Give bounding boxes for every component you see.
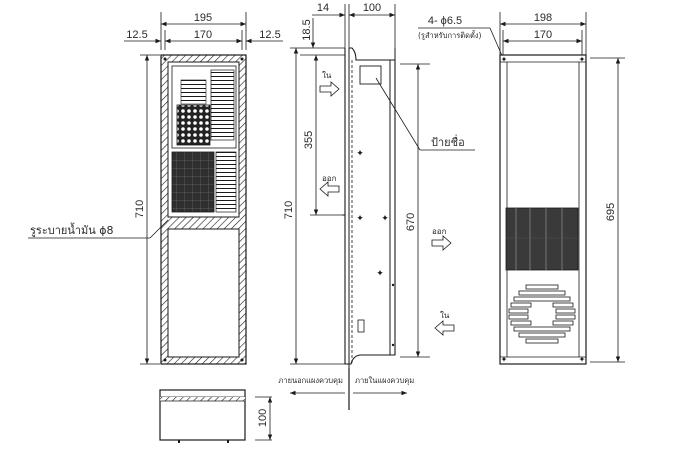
- bottom-view: 100: [159, 389, 273, 443]
- dim-rear-height: 695: [605, 203, 617, 221]
- outside-in-arrow-icon: [434, 320, 455, 336]
- svg-text:✦: ✦: [356, 213, 364, 223]
- dim-front-height: 710: [134, 200, 146, 218]
- dim-side-depth: 100: [363, 2, 381, 14]
- dim-front-left-margin: 12.5: [126, 29, 147, 41]
- dim-rear-overall-width: 198: [534, 12, 552, 24]
- outside-in-label: ใน: [440, 311, 450, 320]
- airflow-out-arrow-icon: [319, 181, 340, 197]
- dim-rear-hole-pitch: 170: [534, 29, 552, 41]
- dim-side-upper-section: 355: [303, 131, 315, 149]
- drain-hole-label: รูระบายน้ำมัน ϕ8: [30, 222, 114, 237]
- nameplate-label: ป้ายชื่อ: [431, 134, 465, 149]
- rear-view: 198 170 4- ϕ6.5 (รูสำหรับการติดตั้ง) ✦ ✦…: [418, 12, 625, 365]
- fan-grille-icon: [508, 284, 576, 344]
- region-outside-label: ภายนอกแผงควบคุม: [278, 376, 343, 385]
- dim-front-overall-width: 195: [194, 12, 212, 24]
- dim-front-right-margin: 12.5: [259, 29, 280, 41]
- dim-side-flange: 14: [317, 2, 329, 14]
- svg-text:✦: ✦: [579, 355, 586, 364]
- side-view: 14 100 18.5 710 355 670 ป้ายชื่อ: [278, 2, 475, 410]
- svg-text:✦: ✦: [356, 148, 364, 158]
- dim-bottom-depth: 100: [257, 409, 269, 427]
- front-view: 195 170 12.5 12.5 710 รูระบายน้ำมัน ϕ8: [28, 12, 283, 365]
- airflow-in-label: ใน: [322, 71, 332, 80]
- outside-out-arrow-icon: [431, 235, 452, 251]
- region-inside-label: ภายในแผงควบคุม: [355, 376, 414, 385]
- svg-text:✦: ✦: [579, 55, 586, 64]
- svg-text:✦: ✦: [501, 55, 508, 64]
- svg-text:✦: ✦: [381, 213, 389, 223]
- dim-side-top-offset: 18.5: [301, 19, 313, 40]
- heat-exchanger: [505, 207, 579, 271]
- outside-out-label: ออก: [432, 227, 447, 236]
- airflow-in-arrow-icon: [319, 81, 340, 97]
- dim-side-overall-height: 710: [283, 201, 295, 219]
- airflow-out-label: ออก: [322, 174, 337, 183]
- mount-hole-note: (รูสำหรับการติดตั้ง): [418, 30, 482, 40]
- svg-text:✦: ✦: [376, 268, 384, 278]
- dim-side-inner-height: 670: [405, 213, 417, 231]
- mount-hole-label: 4- ϕ6.5: [428, 15, 462, 27]
- nameplate: [359, 65, 382, 85]
- svg-text:✦: ✦: [501, 355, 508, 364]
- dim-front-inner-width: 170: [194, 29, 212, 41]
